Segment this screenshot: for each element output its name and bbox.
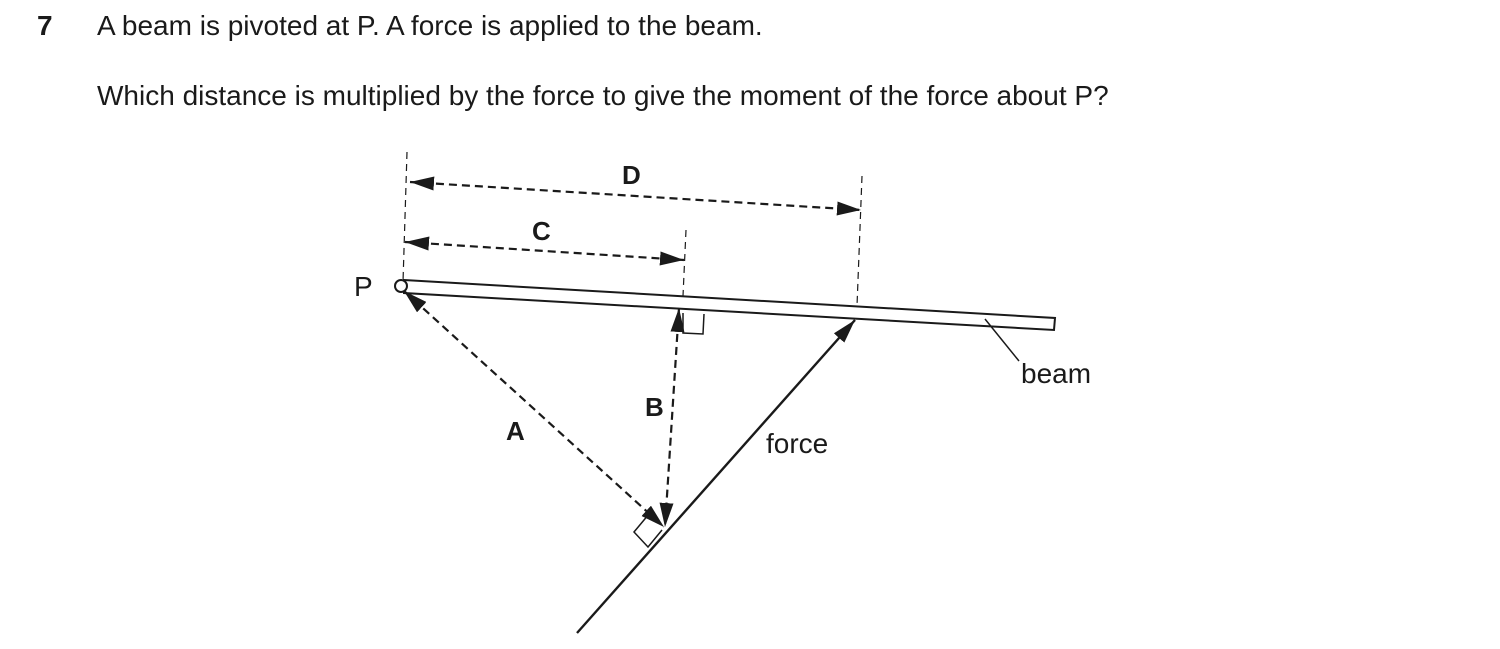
distance-a-arrow bbox=[403, 290, 665, 528]
question-prompt: Which distance is multiplied by the forc… bbox=[97, 80, 1109, 111]
label-a: A bbox=[506, 416, 525, 446]
label-c: C bbox=[532, 216, 551, 246]
right-angle-marker-force bbox=[633, 513, 663, 549]
distance-d-arrow bbox=[409, 176, 862, 216]
distance-c-arrow bbox=[404, 236, 685, 266]
c-extension-line bbox=[682, 229, 687, 297]
label-force: force bbox=[766, 428, 828, 459]
label-b: B bbox=[645, 392, 664, 422]
question-stem: A beam is pivoted at P. A force is appli… bbox=[97, 10, 763, 41]
beam bbox=[403, 278, 1057, 332]
label-d: D bbox=[622, 160, 641, 190]
label-beam: beam bbox=[1021, 358, 1091, 389]
d-extension-line bbox=[856, 175, 863, 307]
distance-b-arrow bbox=[659, 307, 685, 528]
right-angle-marker-beam bbox=[682, 313, 705, 335]
force-line bbox=[576, 319, 856, 634]
label-p: P bbox=[354, 271, 373, 302]
beam-leader-line bbox=[984, 318, 1020, 362]
pivot-point bbox=[394, 279, 408, 293]
pivot-extension-line bbox=[402, 151, 408, 283]
question-number: 7 bbox=[37, 10, 53, 41]
